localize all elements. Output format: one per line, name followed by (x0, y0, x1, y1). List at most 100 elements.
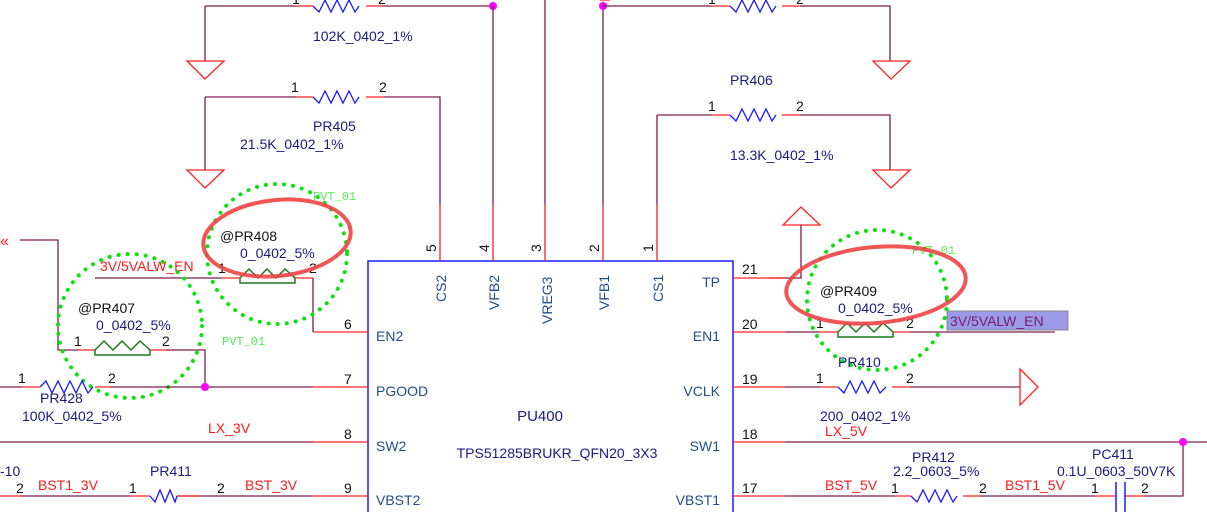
pin-number: 4 (476, 244, 492, 252)
component-ref: -10 (0, 463, 20, 479)
component-value: 13.3K_0402_1% (730, 147, 834, 163)
component-value: 2.2_0603_5% (893, 463, 979, 479)
pin-number: 1 (74, 333, 82, 349)
variant-tag: PVT_01 (313, 190, 356, 204)
component-value: 0_0402_5% (96, 317, 171, 333)
resistor-pr406[interactable]: 1 2 PR406 13.3K_0402_1% (656, 72, 891, 205)
pin-name-sw1: SW1 (690, 438, 721, 454)
pin-name-cs1: CS1 (650, 275, 666, 302)
pin-number: 2 (796, 0, 804, 7)
pin-number: 2 (108, 370, 116, 386)
pin-number: 6 (344, 316, 352, 332)
offpage-connector-icon: « (0, 233, 9, 250)
ground-icon (871, 60, 912, 80)
net-label: BST1_5V (1005, 477, 1066, 493)
pin-name-vbst2: VBST2 (376, 492, 421, 508)
capacitor-pc411[interactable]: 1 2 PC411 0.1U_0603_50V7K (1057, 446, 1176, 512)
pin-name-sw2: SW2 (376, 438, 407, 454)
pin-name-vclk: VCLK (683, 383, 720, 399)
component-ref: PR411 (150, 463, 192, 479)
ground-icon (871, 169, 912, 189)
pin-number: 1 (640, 244, 656, 252)
pin-name-vfb1: VFB1 (596, 275, 612, 310)
component-ref: PR410 (838, 354, 881, 370)
net-label: BST_3V (245, 477, 298, 493)
ground-icon (185, 169, 226, 189)
ic-left-pins: 6 7 8 9 EN2 PGOOD SW2 VBST2 (313, 316, 428, 508)
component-value: 21.5K_0402_1% (240, 136, 344, 152)
resistor-top-right[interactable]: 1 2 (600, 0, 891, 61)
variant-tag: PVT_01 (222, 335, 265, 349)
component-value: 200_0402_1% (820, 408, 910, 424)
pin-number: 1 (18, 370, 26, 386)
ic-ref: PU400 (517, 408, 563, 425)
resistor-pr408[interactable]: 1 2 @PR408 0_0402_5% PVT_01 (95, 190, 356, 332)
net-label: BST1_3V (38, 477, 99, 493)
ic-part-number: TPS51285BRUKR_QFN20_3X3 (457, 445, 658, 461)
pin-number: 2 (796, 98, 804, 114)
pin-name-vreg3: VREG3 (539, 276, 555, 324)
ic-top-pins: 5 4 3 2 1 CS2 VFB2 VREG3 VFB1 CS1 (423, 244, 666, 324)
net-label: 3V/5VALW_EN (100, 258, 194, 274)
pin-number: 5 (423, 244, 439, 252)
pin-number: 1 (292, 0, 300, 7)
resistor-pr410[interactable]: 1 2 PR410 200_0402_1% (785, 354, 1020, 424)
pin-number: 19 (742, 371, 758, 387)
ic-right-pins: 21 20 19 18 17 TP EN1 VCLK SW1 VBST1 (676, 261, 785, 508)
component-ref: @PR409 (820, 283, 877, 299)
pin-number: 1 (891, 480, 899, 496)
component-ref: PC411 (1092, 446, 1134, 462)
pin-number: 2 (162, 333, 170, 349)
component-ref: @PR407 (78, 300, 135, 316)
junction-dot (201, 383, 209, 391)
component-value: 100K_0402_5% (22, 408, 122, 424)
component-value: 0_0402_5% (240, 245, 315, 261)
pin-name-pgood: PGOOD (376, 383, 428, 399)
resistor-pr407[interactable]: 1 2 @PR407 0_0402_5% PVT_01 (74, 300, 265, 356)
net-label-selected[interactable]: 3V/5VALW_EN (950, 313, 1044, 329)
component-ref: PR428 (40, 390, 83, 406)
pin-number: 1 (816, 370, 824, 386)
pin-name-vfb2: VFB2 (486, 275, 502, 310)
component-value: 0_0402_5% (838, 300, 913, 316)
power-arrow-icon (781, 206, 822, 226)
net-label-highlight[interactable] (946, 310, 1069, 331)
resistor-pr428[interactable]: 1 2 PR428 100K_0402_5% (18, 370, 122, 424)
component-ref: PR406 (730, 72, 773, 88)
net-label: BST_5V (825, 477, 878, 493)
pin-number: 1 (291, 79, 299, 95)
pin-number: 2 (906, 370, 914, 386)
component-value: 102K_0402_1% (313, 28, 413, 44)
pin-number: 7 (344, 371, 352, 387)
component-ref: @PR408 (220, 228, 277, 244)
pin-number: 18 (742, 426, 758, 442)
pin-number: 2 (1141, 480, 1149, 496)
pin-number: 9 (344, 480, 352, 496)
annotation-circle (784, 244, 968, 326)
resistor-102k[interactable]: 1 2 102K_0402_1% (204, 0, 493, 61)
ground-icon (185, 60, 226, 80)
component-ref: PR405 (313, 118, 356, 134)
pin-number: 2 (586, 244, 602, 252)
pin-number: 2 (379, 79, 387, 95)
pin-name-cs2: CS2 (433, 275, 449, 302)
pin-name-vbst1: VBST1 (676, 492, 721, 508)
pin-number: 3 (528, 244, 544, 252)
pin-number: 20 (742, 316, 758, 332)
variant-marker (56, 252, 204, 400)
pin-name-tp: TP (702, 274, 720, 290)
pin-number: 1 (708, 0, 716, 7)
variant-marker (805, 228, 949, 372)
annotation-circle (201, 197, 353, 279)
net-label: LX_5V (825, 423, 868, 439)
pin-number: 1 (1091, 480, 1099, 496)
resistor-pr412[interactable]: 1 2 PR412 2.2_0603_5% (891, 449, 987, 504)
pin-number: 17 (742, 480, 758, 496)
net-label: LX_3V (208, 420, 251, 436)
resistor-pr405[interactable]: 1 2 PR405 21.5K_0402_1% (204, 79, 441, 205)
resistor-pr411[interactable]: 1 2 PR411 (0, 463, 225, 504)
ic-pu400-body[interactable] (367, 260, 734, 512)
offpage-arrow-icon (1019, 367, 1039, 407)
component-ref: PR412 (912, 449, 955, 465)
